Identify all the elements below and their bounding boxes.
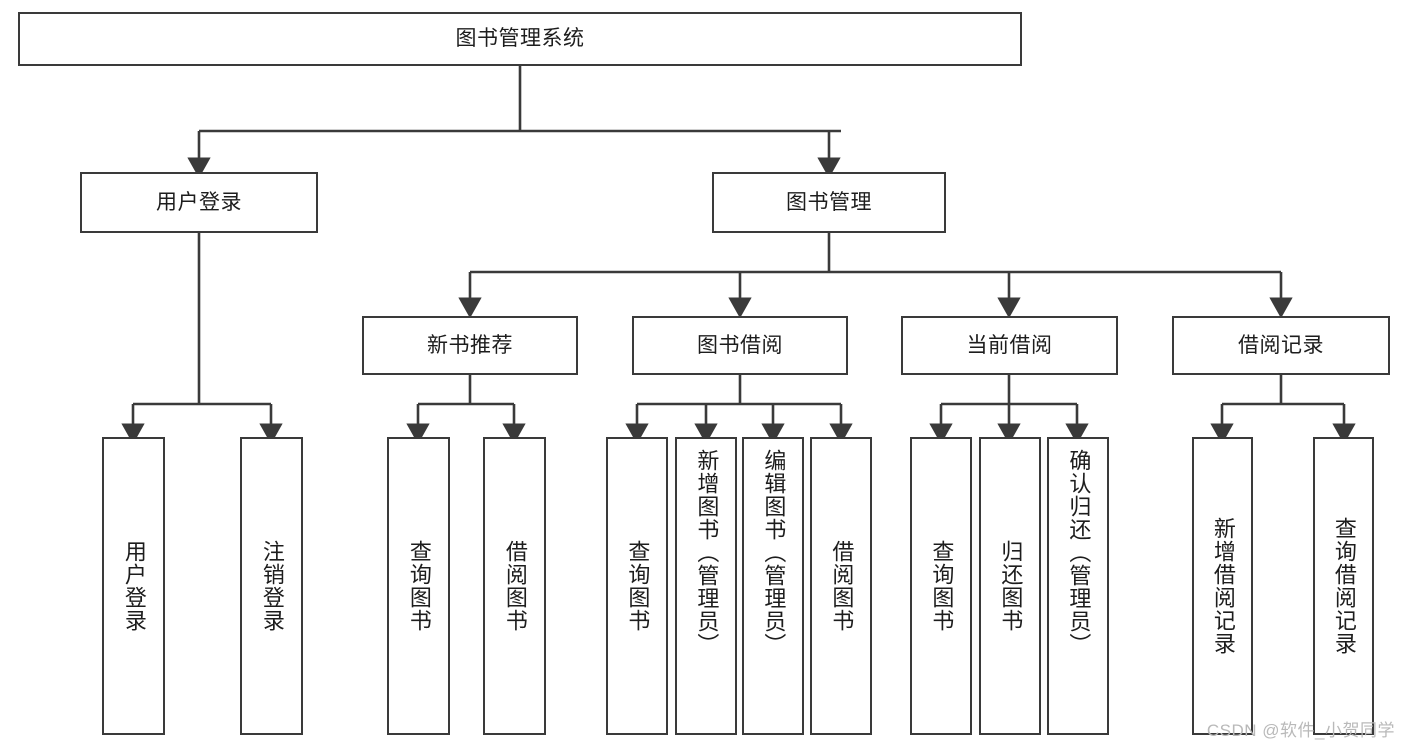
watermark-text: CSDN @软件_小贺同学 [1206, 721, 1395, 740]
leaf-edit-book[interactable]: 编辑图书（管理员） [742, 437, 804, 735]
node-user-login-label: 用户登录 [156, 190, 242, 214]
leaf-query-book-2[interactable]: 查询图书 [606, 437, 668, 735]
node-user-login[interactable]: 用户登录 [80, 172, 318, 233]
node-borrow-record-label: 借阅记录 [1238, 333, 1324, 357]
node-root[interactable]: 图书管理系统 [18, 12, 1022, 66]
node-book-manage[interactable]: 图书管理 [712, 172, 946, 233]
leaf-add-book[interactable]: 新增图书（管理员） [675, 437, 737, 735]
leaf-borrow-book-2[interactable]: 借阅图书 [810, 437, 872, 735]
node-current-borrow-label: 当前借阅 [966, 333, 1053, 357]
leaf-borrow-book-2-label: 借阅图书 [829, 540, 855, 632]
leaf-query-borrow-record-label: 查询借阅记录 [1331, 517, 1357, 655]
node-book-manage-label: 图书管理 [786, 190, 872, 214]
leaf-query-book-2-label: 查询图书 [625, 540, 651, 632]
node-new-book-recommend[interactable]: 新书推荐 [362, 316, 578, 375]
node-root-label: 图书管理系统 [455, 27, 585, 51]
leaf-user-login[interactable]: 用户登录 [102, 437, 165, 735]
leaf-add-borrow-record-label: 新增借阅记录 [1210, 517, 1236, 655]
leaf-return-book-label: 归还图书 [998, 540, 1024, 632]
node-book-borrow-label: 图书借阅 [697, 333, 783, 357]
leaf-add-borrow-record[interactable]: 新增借阅记录 [1192, 437, 1253, 735]
leaf-user-login-label: 用户登录 [121, 540, 147, 632]
leaf-return-book[interactable]: 归还图书 [979, 437, 1041, 735]
leaf-edit-book-label: 编辑图书（管理员） [761, 449, 787, 656]
node-new-book-recommend-label: 新书推荐 [427, 333, 513, 357]
leaf-add-book-label: 新增图书（管理员） [694, 449, 720, 656]
leaf-confirm-return-label: 确认归还（管理员） [1066, 449, 1092, 656]
leaf-confirm-return[interactable]: 确认归还（管理员） [1047, 437, 1109, 735]
node-borrow-record[interactable]: 借阅记录 [1172, 316, 1390, 375]
leaf-query-book-1-label: 查询图书 [406, 540, 432, 632]
leaf-borrow-book-1-label: 借阅图书 [502, 540, 528, 632]
leaf-logout-login[interactable]: 注销登录 [240, 437, 303, 735]
leaf-borrow-book-1[interactable]: 借阅图书 [483, 437, 546, 735]
leaf-query-book-1[interactable]: 查询图书 [387, 437, 450, 735]
leaf-query-book-3[interactable]: 查询图书 [910, 437, 972, 735]
leaf-query-borrow-record[interactable]: 查询借阅记录 [1313, 437, 1374, 735]
node-current-borrow[interactable]: 当前借阅 [901, 316, 1118, 375]
leaf-logout-login-label: 注销登录 [259, 540, 285, 632]
node-book-borrow[interactable]: 图书借阅 [632, 316, 848, 375]
leaf-query-book-3-label: 查询图书 [929, 540, 955, 632]
